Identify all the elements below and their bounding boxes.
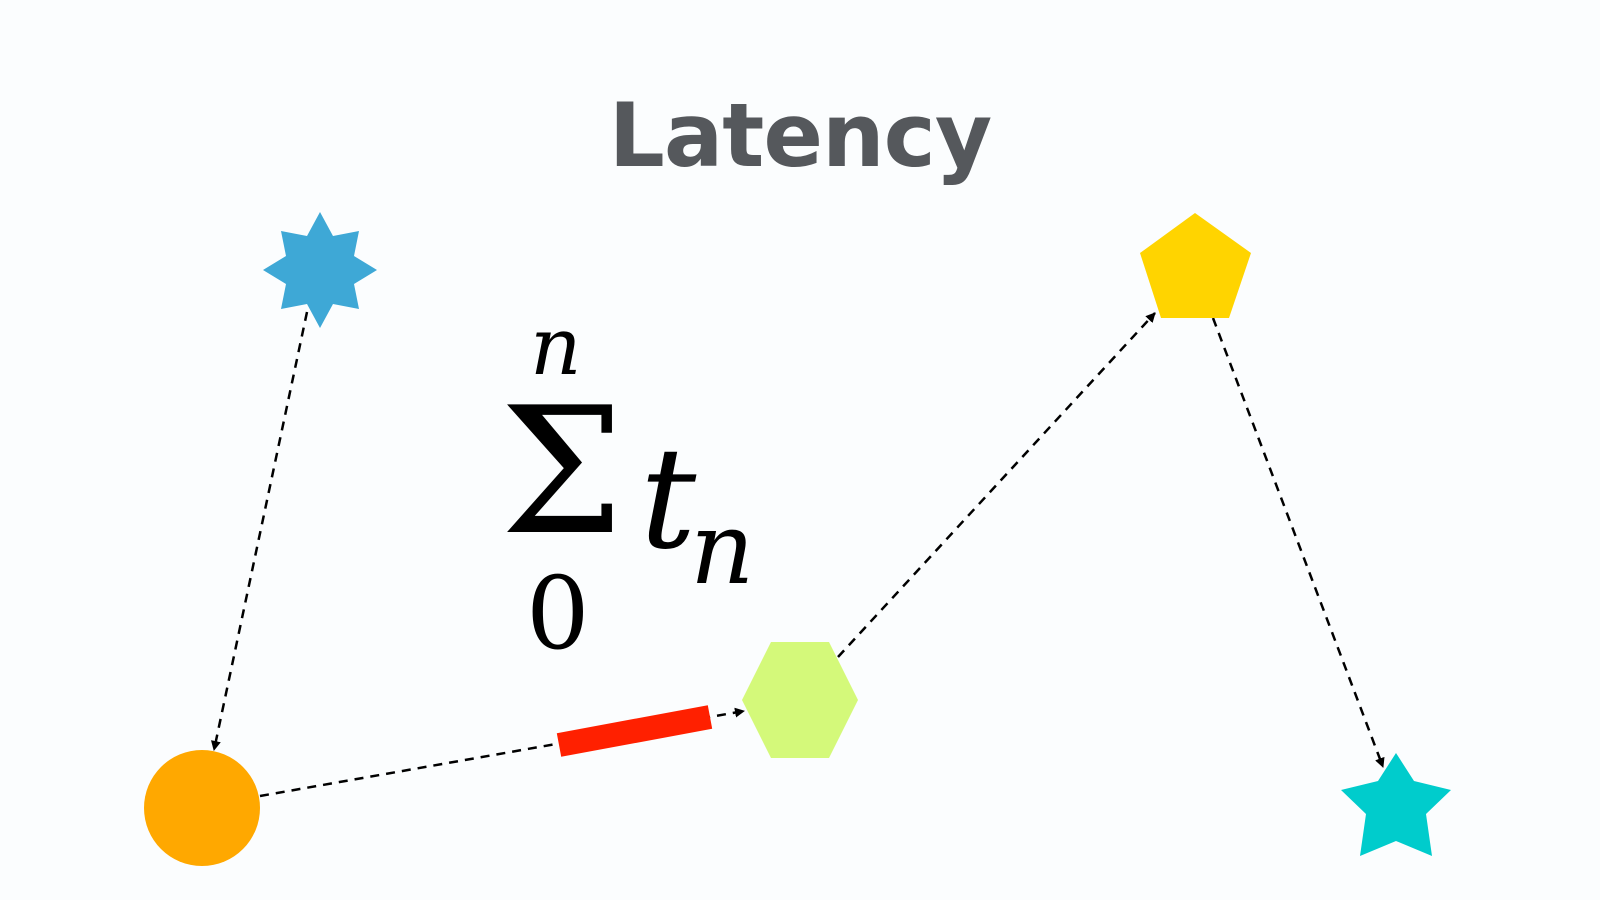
sum-lower-limit: 0 — [526, 555, 590, 672]
pentagon-node — [1140, 213, 1251, 318]
slide-title: Latency — [608, 84, 992, 187]
edge-pentagon-to-star5 — [1211, 317, 1385, 768]
highlight-bar — [556, 705, 713, 757]
hexagon-node — [742, 642, 858, 758]
edge-circle-to-hexagon — [259, 707, 745, 798]
sigma-symbol: Σ — [500, 371, 624, 574]
eight-point-star-node — [263, 212, 377, 328]
circle-node — [144, 750, 260, 866]
edge-hexagon-to-pentagon — [837, 312, 1156, 658]
sum-term: t — [640, 418, 697, 581]
five-point-star-node — [1341, 753, 1451, 856]
edge-star8-to-circle — [210, 311, 309, 751]
sum-upper-limit: n — [530, 300, 582, 393]
sum-term-subscript: n — [690, 490, 755, 607]
